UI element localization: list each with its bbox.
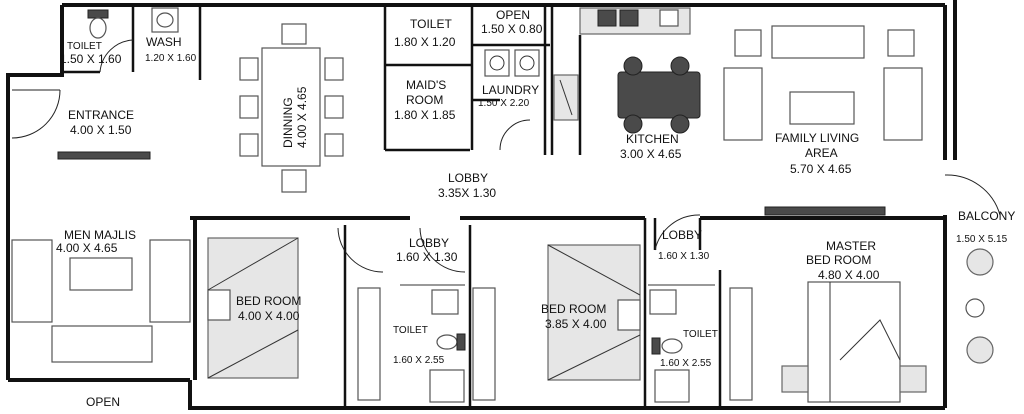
maids-name1: MAID'S: [406, 78, 446, 92]
toilet2-name: TOILET: [410, 17, 452, 31]
bed2-size: 3.85 X 4.00: [545, 317, 607, 331]
kitchen-size: 3.00 X 4.65: [620, 147, 682, 161]
balcony-name: BALCONY: [958, 209, 1015, 223]
bed2-name: BED ROOM: [541, 302, 606, 316]
wash-size: 1.20 X 1.60: [145, 53, 197, 64]
lobby2-size: 1.60 X 1.30: [396, 250, 458, 264]
kitchen-table-icon: [617, 56, 701, 134]
lobby-main-name: LOBBY: [448, 171, 488, 185]
laundry-size: 1.50 X 2.20: [478, 98, 530, 109]
entrance-name: ENTRANCE: [68, 108, 134, 122]
toilet3-name: TOILET: [393, 325, 428, 336]
master-size: 4.80 X 4.00: [818, 268, 880, 282]
tv-unit-icon: [764, 206, 886, 216]
toilet-fixture-icon: [87, 9, 109, 39]
laundry-name: LAUNDRY: [482, 83, 539, 97]
washing-machine-icon: [484, 49, 540, 77]
walls: [6, 0, 957, 410]
toilet4-size: 1.60 X 2.55: [660, 358, 712, 369]
lobby2-name: LOBBY: [409, 236, 449, 250]
bed-icon: [207, 237, 299, 379]
dinning-size: 4.00 X 4.65: [295, 86, 309, 148]
open-top-name: OPEN: [496, 8, 530, 22]
family-size: 5.70 X 4.65: [790, 162, 852, 176]
lobby3-size: 1.60 X 1.30: [658, 251, 710, 262]
sink-icon: [151, 7, 179, 33]
lobby-main-size: 3.35X 1.30: [438, 186, 496, 200]
maids-size: 1.80 X 1.85: [394, 108, 456, 122]
dining-table-icon: [239, 23, 344, 193]
balcony-chairs-icon: [965, 248, 994, 364]
doors: [11, 39, 1001, 273]
balcony-size: 1.50 X 5.15: [956, 234, 1008, 245]
kitchen-counter-icon: [553, 7, 691, 121]
family-name2: AREA: [805, 146, 838, 160]
toilet3-size: 1.60 X 2.55: [393, 355, 445, 366]
bed1-size: 4.00 X 4.00: [238, 309, 300, 323]
majlis-size: 4.00 X 4.65: [56, 241, 118, 255]
toilet-fixture-icon: [429, 289, 466, 403]
toilet2-size: 1.80 X 1.20: [394, 35, 456, 49]
kitchen-name: KITCHEN: [626, 132, 679, 146]
lobby3-name: LOBBY: [662, 228, 702, 242]
family-name1: FAMILY LIVING: [775, 131, 859, 145]
master-bed-icon: [781, 281, 927, 403]
majlis-sofa-icon: [11, 239, 191, 363]
majlis-name: MEN MAJLIS: [64, 228, 136, 242]
bed1-name: BED ROOM: [236, 294, 301, 308]
toilet4-name: TOILET: [683, 329, 718, 340]
wardrobe-icon: [357, 287, 753, 401]
open-bottom-name: OPEN: [86, 395, 120, 409]
wash-name: WASH: [146, 35, 182, 49]
open-top-size: 1.50 X 0.80: [481, 22, 543, 36]
sofa-set-icon: [723, 25, 923, 141]
dinning-name: DINNING: [281, 97, 295, 148]
master-name2: BED ROOM: [806, 253, 871, 267]
toilet1-size: 1.50 X 1.60: [60, 52, 122, 66]
entrance-size: 4.00 X 1.50: [70, 123, 132, 137]
master-name1: MASTER: [826, 239, 876, 253]
toilet-fixture-icon: [649, 289, 690, 403]
toilet1-name: TOILET: [67, 41, 102, 52]
tv-unit-icon: [57, 151, 151, 160]
maids-name2: ROOM: [406, 93, 443, 107]
bed-icon: [547, 244, 641, 381]
